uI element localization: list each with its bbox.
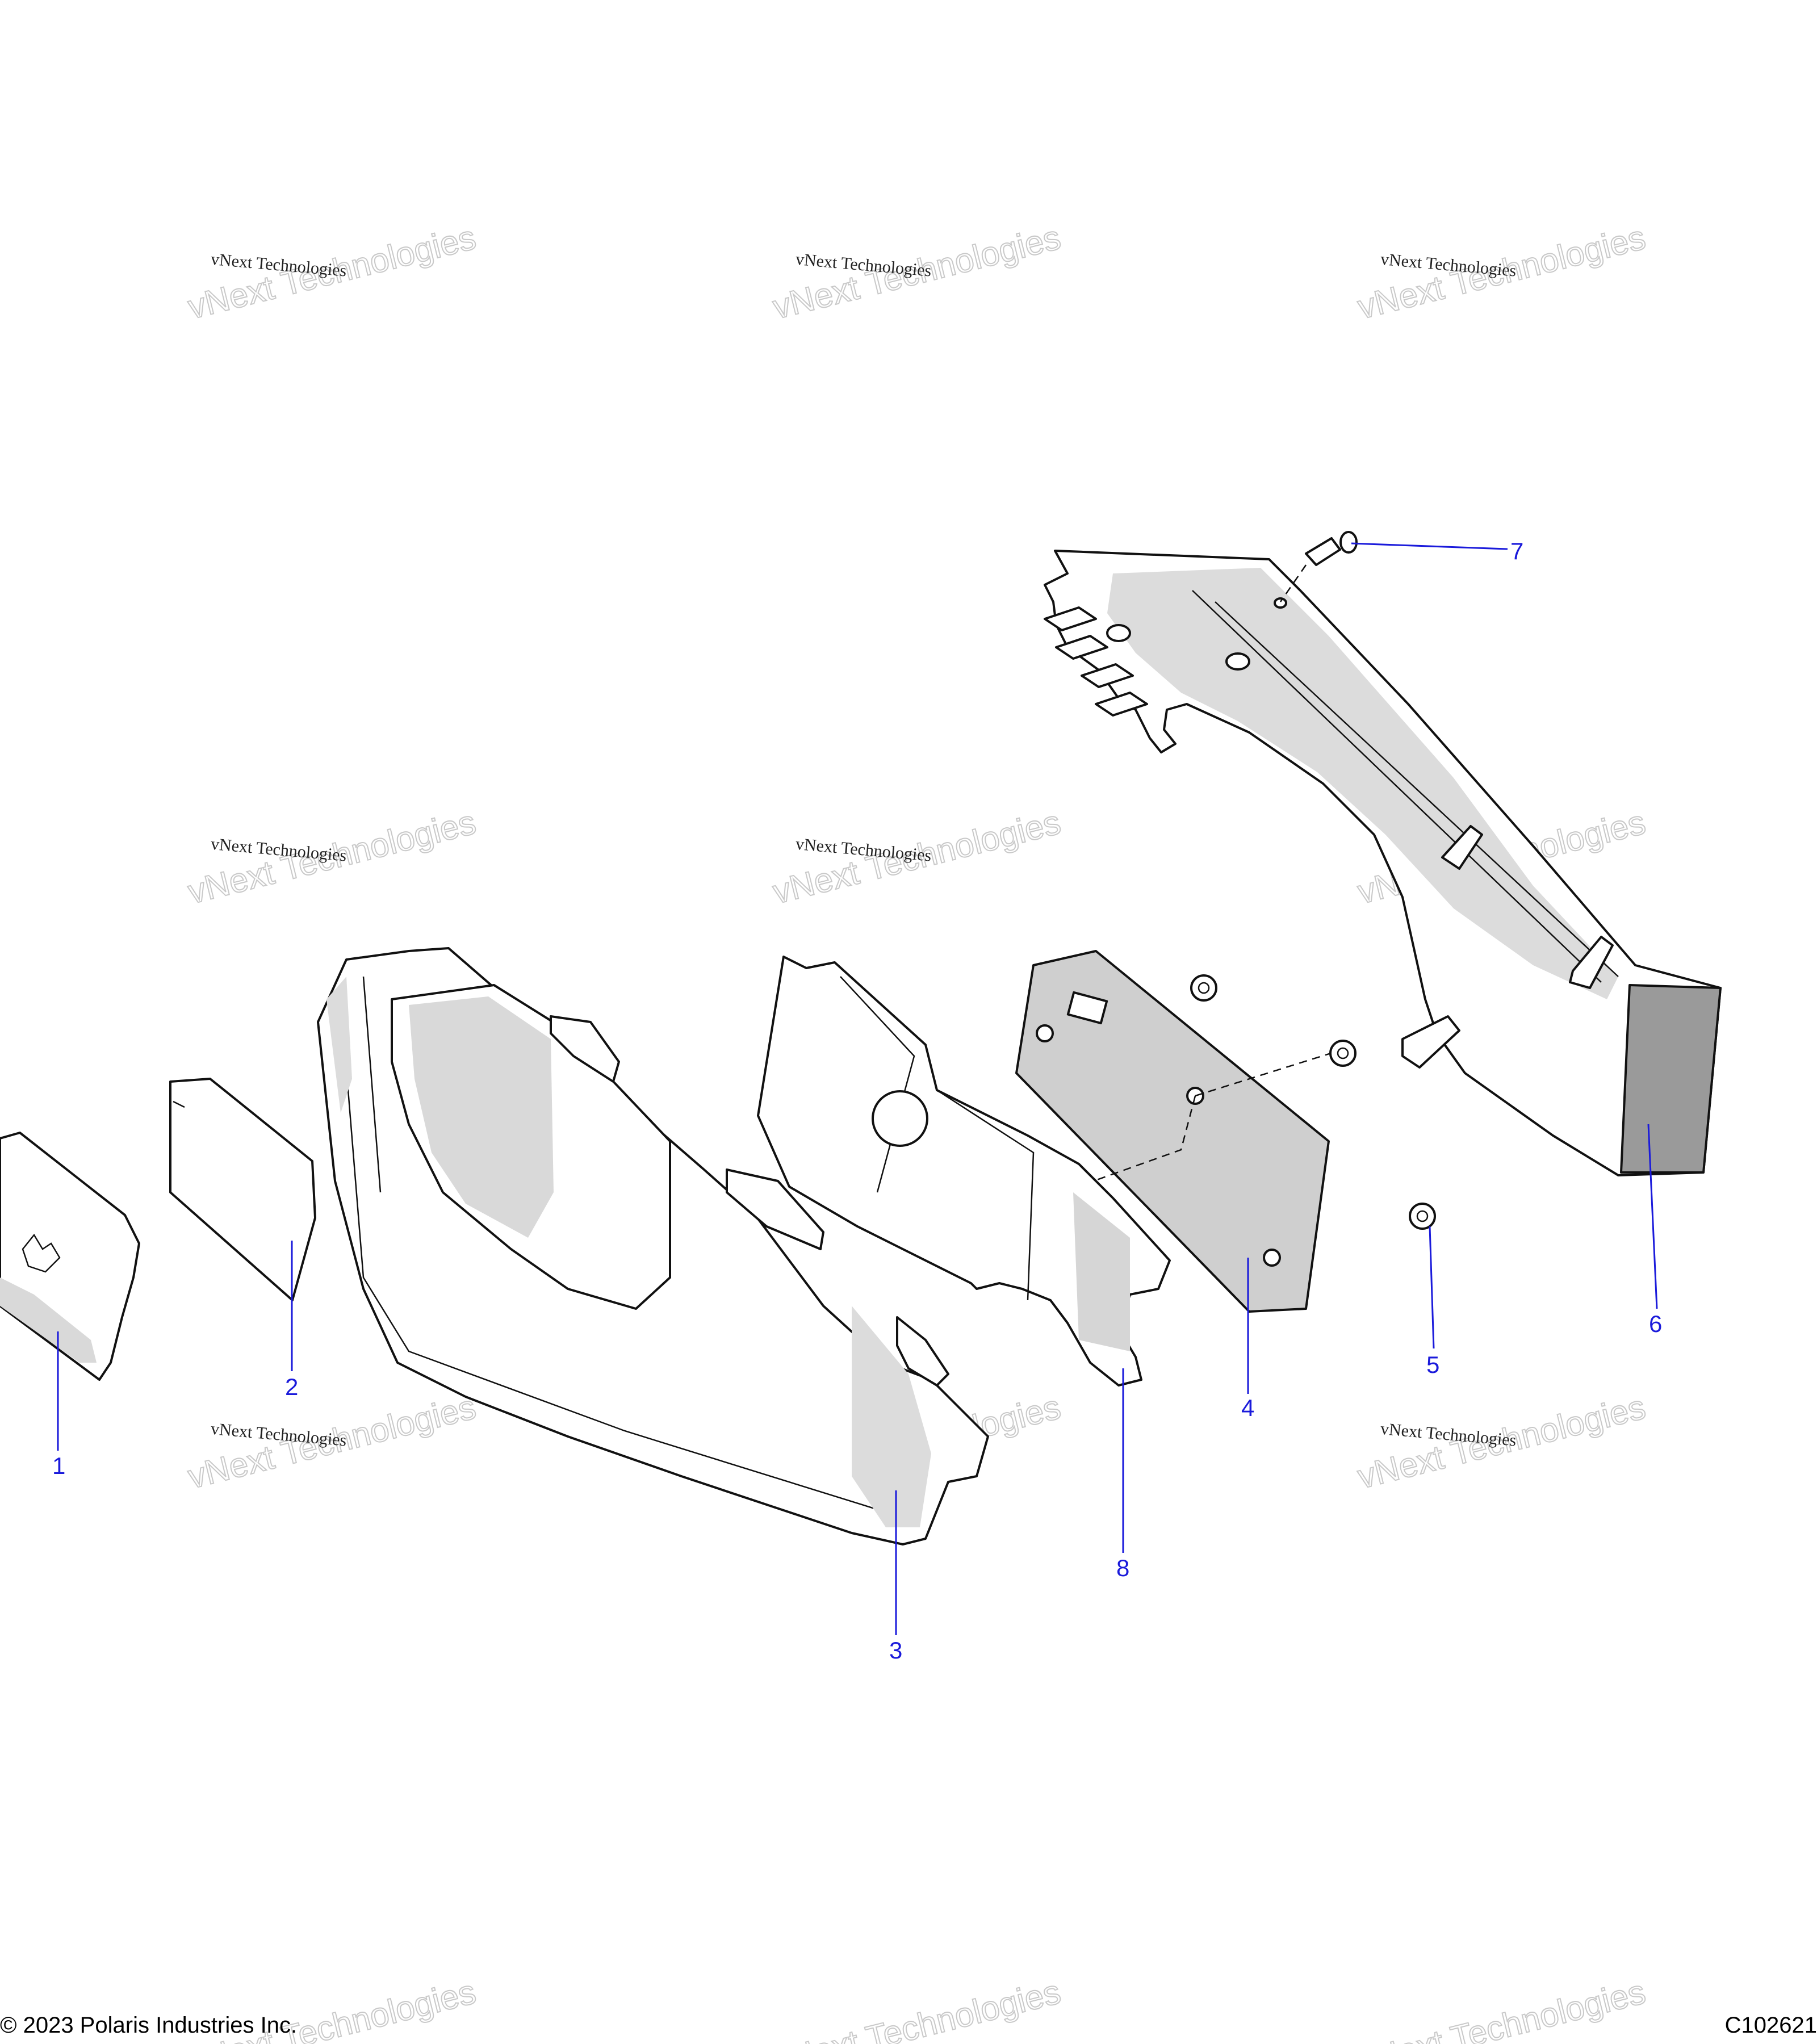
- part-1-cover: [0, 1132, 140, 1381]
- figure-id: C102621: [1724, 2013, 1817, 2038]
- callout-labels: 1 2 3 4 5 6 7 8: [52, 538, 1662, 1664]
- callout-1: 1: [52, 1452, 65, 1479]
- leader-lines: [57, 542, 1658, 1635]
- callout-3: 3: [889, 1637, 902, 1664]
- part-6-side-panel: [1044, 550, 1722, 1176]
- callout-2: 2: [285, 1373, 298, 1400]
- leader-6: [1647, 1124, 1658, 1309]
- callout-6: 6: [1649, 1310, 1662, 1337]
- callout-4: 4: [1241, 1394, 1254, 1421]
- leader-5: [1429, 1226, 1435, 1349]
- part-8-insulation: [757, 956, 1171, 1387]
- logo-icon: [22, 1233, 61, 1273]
- part-3-frame: [317, 947, 989, 1545]
- callout-5: 5: [1426, 1351, 1439, 1378]
- leader-7: [1351, 542, 1508, 550]
- callout-8: 8: [1116, 1555, 1129, 1581]
- copyright-text: © 2023 Polaris Industries Inc.: [0, 2013, 298, 2038]
- watermark-text: vNext Technologies: [769, 1972, 1064, 2044]
- callout-7: 7: [1510, 538, 1523, 564]
- watermark-text: vNext Technologies: [1354, 1972, 1649, 2044]
- part-2-sheet: [169, 1078, 316, 1301]
- part-5-nut: [1190, 974, 1436, 1230]
- part-7-push-pin: [1279, 531, 1358, 602]
